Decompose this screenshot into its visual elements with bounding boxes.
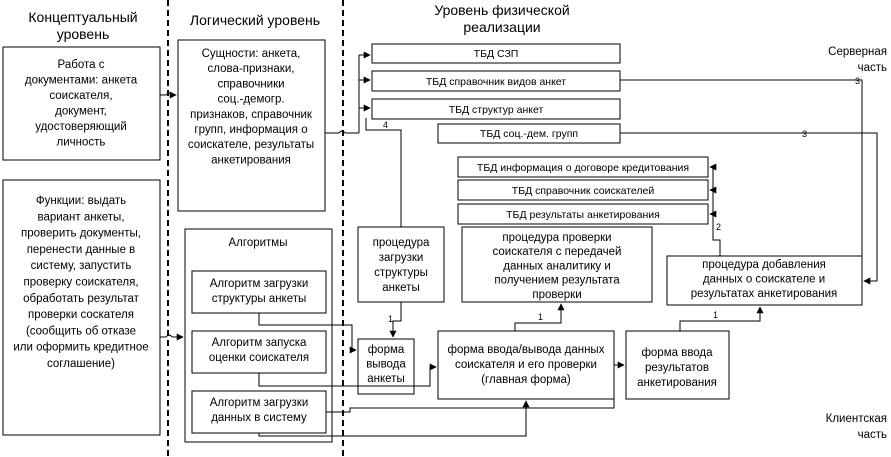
table-credit-info: ТБД информация о договоре кредитования	[457, 156, 709, 178]
svg-text:ТБД СЗП: ТБД СЗП	[474, 48, 519, 60]
svg-text:ТБД справочник соискателей: ТБД справочник соискателей	[512, 185, 655, 197]
conn-input-results-add	[679, 306, 764, 331]
card-main-form: 1	[538, 312, 543, 322]
conn-alg-data-input	[326, 399, 615, 413]
table-applicants: ТБД справочник соискателей	[457, 179, 709, 201]
svg-text:ТБД структур анкет: ТБД структур анкет	[449, 104, 544, 116]
svg-text:Алгоритмы: Алгоритмы	[229, 237, 288, 249]
conn-functions-algorithms	[160, 335, 183, 337]
conn-socdem-right	[620, 132, 878, 285]
table-anket-structures: ТБД структур анкет	[371, 98, 621, 120]
table-socdem-groups: ТБД соц.-дем. групп	[437, 123, 621, 144]
svg-text:Сущности: анкета,слова-признак: Сущности: анкета,слова-признаки,справочн…	[188, 48, 314, 166]
header-logical: Логический уровень	[190, 12, 320, 28]
card-output-form: 1	[388, 314, 393, 324]
conn-anket-types-right	[620, 79, 863, 282]
table-results: ТБД результаты анкетирования	[457, 203, 709, 225]
conn-main-form-check	[514, 303, 565, 331]
conn-proc-load-output-form	[389, 302, 402, 338]
conn-alg-data-main	[258, 400, 530, 437]
svg-text:ТБД информация о договоре кред: ТБД информация о договоре кредитования	[477, 162, 689, 174]
svg-text:ТБД соц.-дем. групп: ТБД соц.-дем. групп	[480, 128, 578, 140]
conn-entities-trunk	[325, 130, 359, 134]
conn-alg-eval-main	[258, 363, 437, 387]
box-entities: Сущности: анкета,слова-признаки,справочн…	[177, 39, 326, 212]
card-entities: 4	[383, 120, 388, 130]
conn-documents-entities	[160, 93, 176, 95]
svg-text:Логический уровень: Логический уровень	[190, 12, 320, 28]
conn-add-data-trunk	[710, 166, 721, 256]
card-anket-types: 3	[855, 76, 860, 86]
svg-text:ТБД справочник видов анкет: ТБД справочник видов анкет	[426, 76, 566, 88]
table-anket-types: ТБД справочник видов анкет	[371, 70, 621, 92]
svg-text:ТБД результаты анкетирования: ТБД результаты анкетирования	[506, 209, 660, 221]
card-add-data: 1	[713, 310, 718, 320]
conn-alg-structure-output	[258, 313, 357, 354]
card-results: 2	[716, 222, 721, 232]
conn-structures-proc-load	[365, 118, 402, 227]
card-socdem: 3	[802, 129, 807, 139]
table-szp: ТБД СЗП	[371, 43, 621, 64]
